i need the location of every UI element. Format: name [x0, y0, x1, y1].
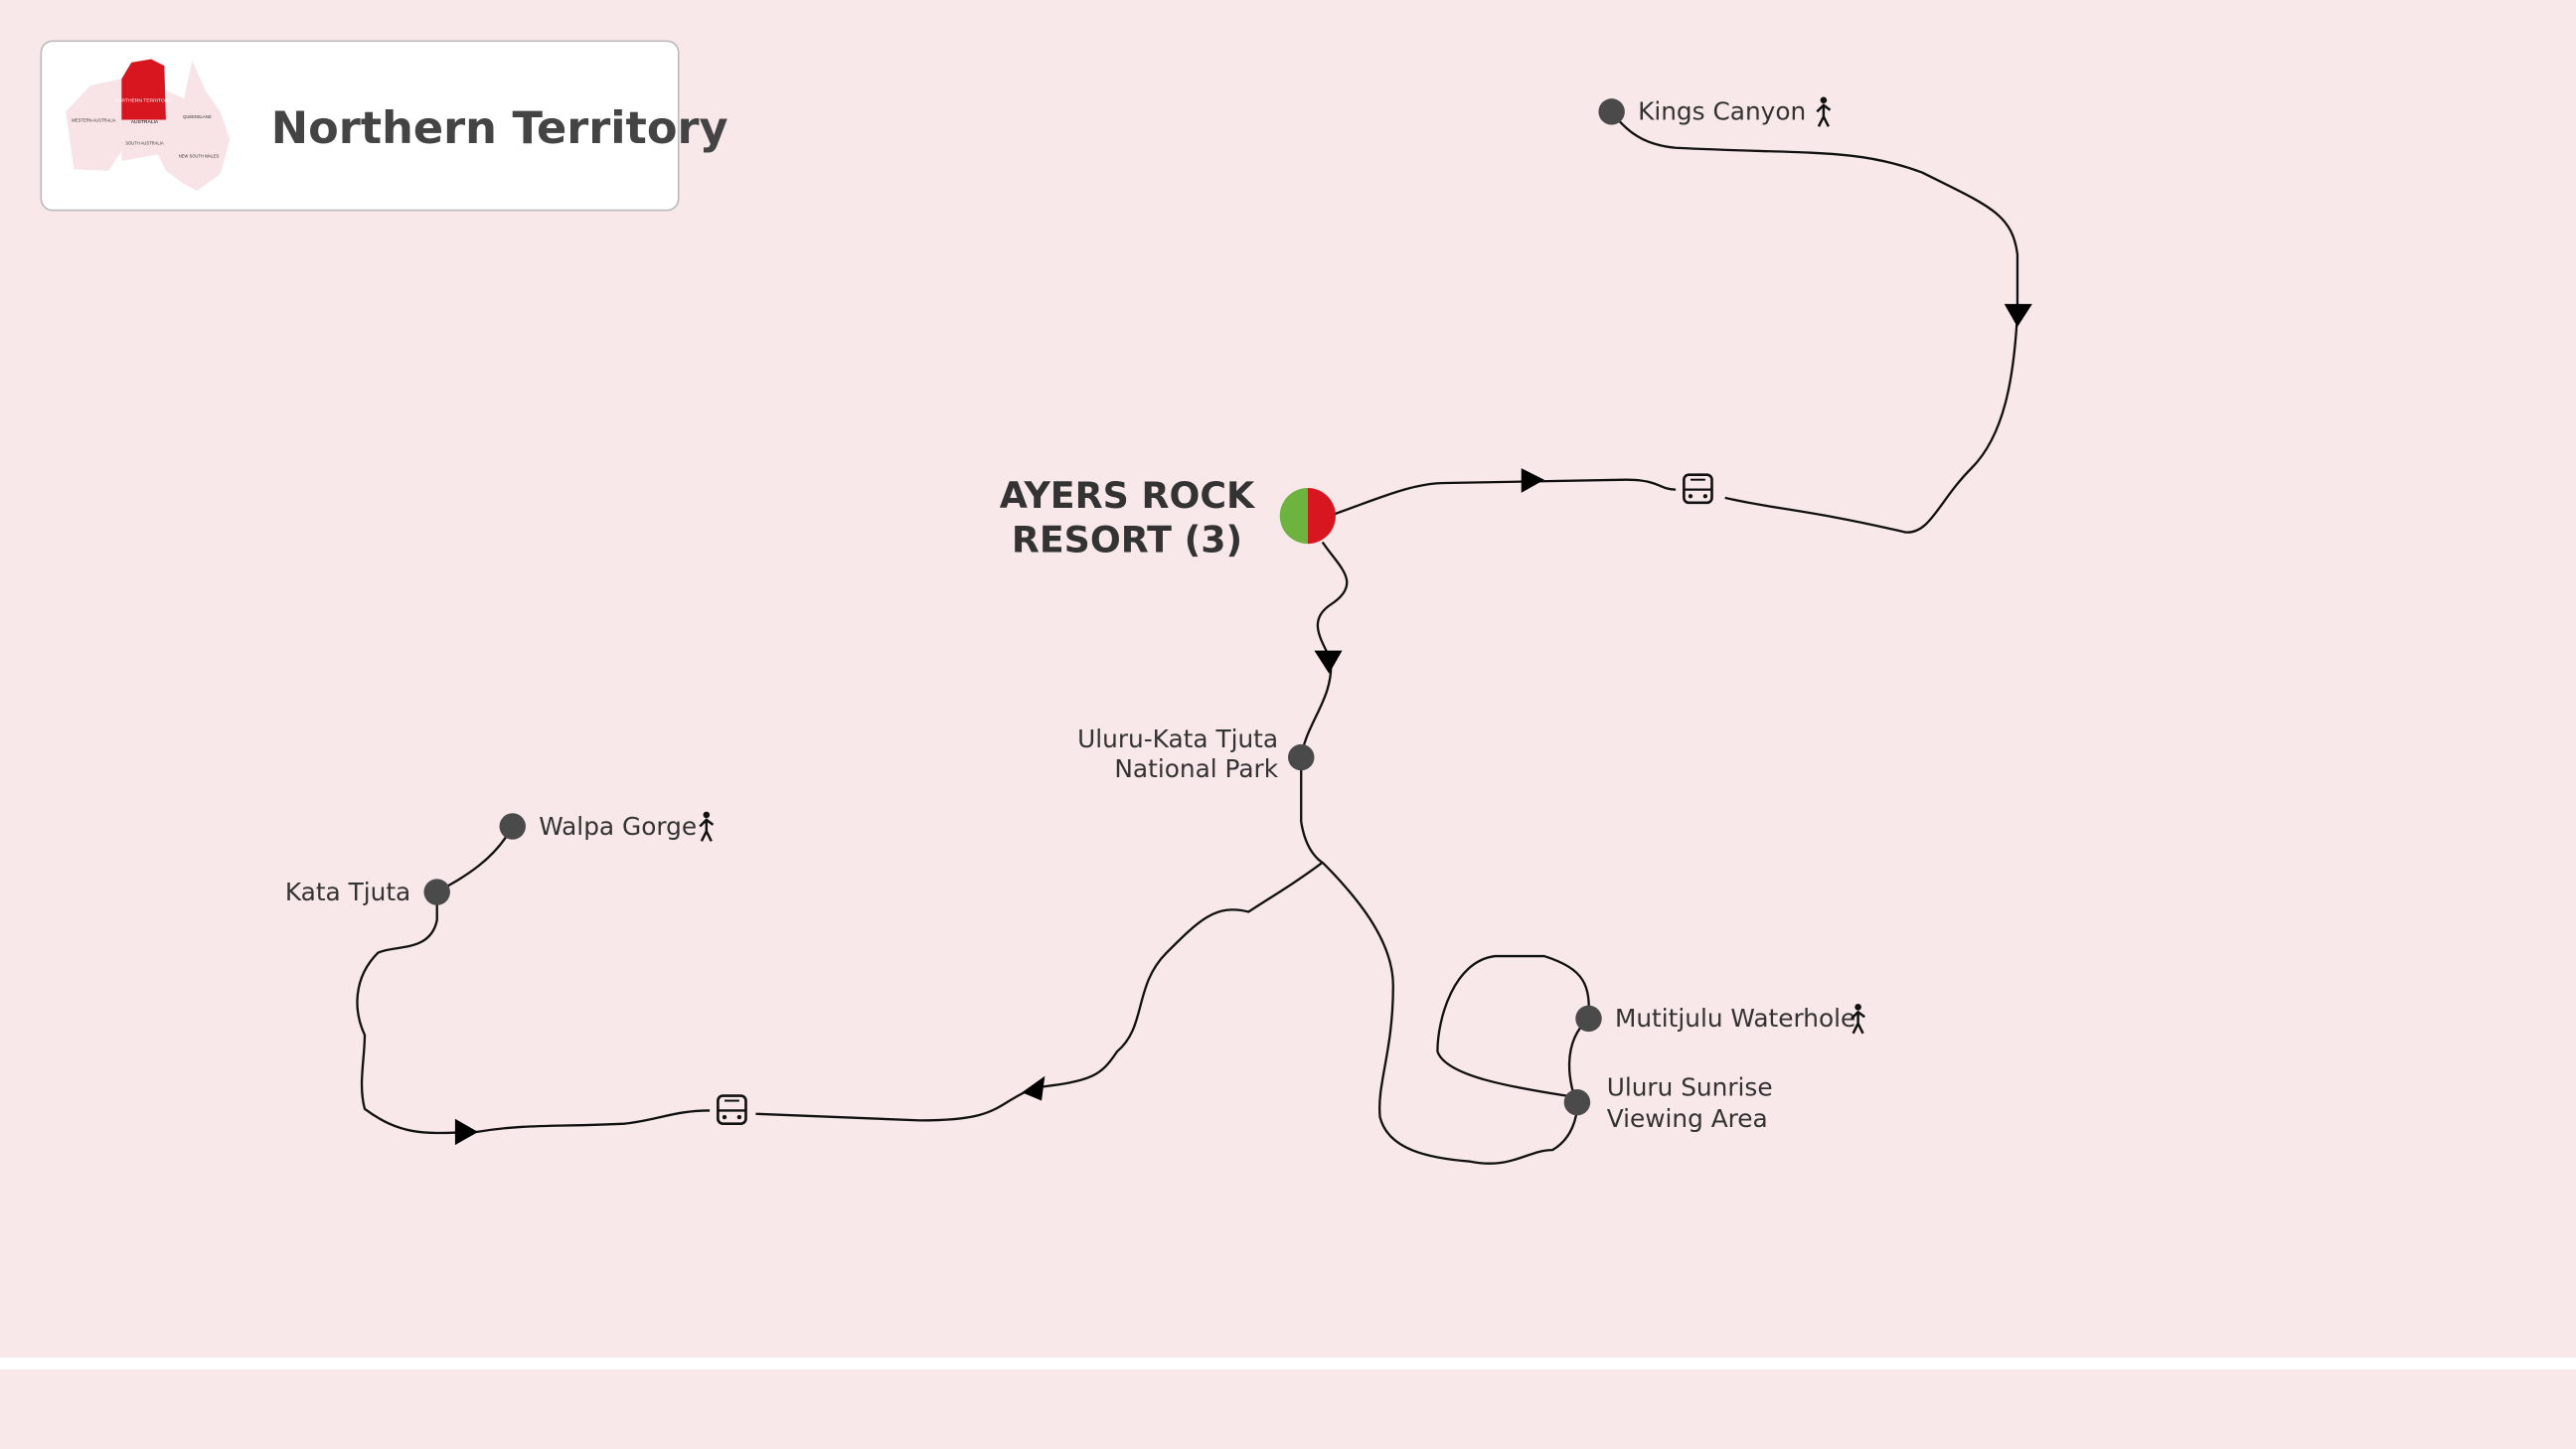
route-resort-national-park [1300, 541, 1349, 864]
stop-label-line2: Viewing Area [1607, 1104, 1768, 1133]
hub-label-line2: RESORT (3) [1012, 518, 1242, 561]
stop-label-line2: National Park [1114, 754, 1278, 783]
hub-ayers-rock-resort[interactable]: AYERS ROCK RESORT (3) [1000, 474, 1336, 562]
stop-label: Walpa Gorge [539, 812, 697, 841]
stop-mutitjulu-waterhole[interactable]: Mutitjulu Waterhole [1575, 1004, 1855, 1033]
stop-kings-canyon[interactable]: Kings Canyon [1598, 97, 1806, 126]
stop-kata-tjuta[interactable]: Kata Tjuta [285, 878, 450, 906]
stop-label: Kings Canyon [1638, 97, 1806, 126]
stop-label: Mutitjulu Waterhole [1615, 1004, 1855, 1033]
map-label-nt: NORTHERN TERRITORY [114, 97, 172, 103]
walking-icon [1816, 96, 1832, 127]
map-label-wa: WESTERN AUSTRALIA [72, 117, 116, 122]
bus-icon [717, 1094, 747, 1126]
direction-arrow [2004, 303, 2032, 327]
stop-label: Kata Tjuta [285, 878, 410, 906]
stop-walpa-gorge[interactable]: Walpa Gorge [499, 812, 698, 841]
region-title: Northern Territory [271, 102, 728, 154]
hub-label-line1: AYERS ROCK [1000, 474, 1256, 517]
route-park-uluru-loop [1321, 862, 1590, 1165]
australia-map-icon: NORTHERN TERRITORY AUSTRALIA WESTERN AUS… [66, 59, 231, 191]
bus-icon [1683, 473, 1713, 505]
direction-arrow [1314, 650, 1343, 674]
region-card: NORTHERN TERRITORY AUSTRALIA WESTERN AUS… [40, 40, 728, 212]
map-label-qld: QUEENSLAND [183, 114, 211, 119]
map-label-nsw: NEW SOUTH WALES [179, 154, 220, 159]
map-label-sa: SOUTH AUSTRALIA [125, 140, 164, 145]
direction-arrow [1022, 1075, 1046, 1101]
stop-uluru-kata-tjuta-national-park[interactable]: Uluru-Kata Tjuta National Park [1077, 724, 1315, 783]
divider [0, 1358, 2576, 1369]
stop-label-line1: Uluru-Kata Tjuta [1077, 724, 1278, 753]
direction-arrow [1521, 468, 1544, 493]
route-park-kata-tjuta [356, 825, 1324, 1135]
walking-icon [1851, 1004, 1865, 1035]
direction-arrow [454, 1118, 479, 1146]
route-resort-kings-canyon [1333, 110, 2019, 534]
stop-label-line1: Uluru Sunrise [1607, 1073, 1773, 1102]
stop-uluru-sunrise-viewing-area[interactable]: Uluru Sunrise Viewing Area [1563, 1073, 1773, 1133]
walking-icon [699, 811, 715, 842]
map-label-australia: AUSTRALIA [131, 119, 159, 125]
